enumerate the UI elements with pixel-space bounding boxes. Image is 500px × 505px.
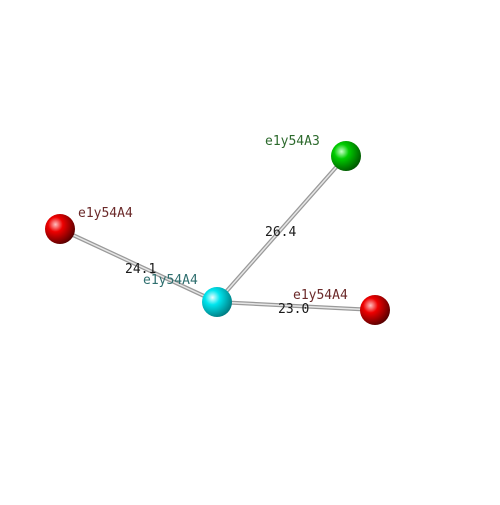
atom-green[interactable]	[331, 141, 361, 171]
atom-label-red-left: e1y54A4	[78, 206, 133, 221]
atom-label-red-right: e1y54A4	[293, 288, 348, 303]
atom-red-left[interactable]	[45, 214, 75, 244]
atom-red-right[interactable]	[360, 295, 390, 325]
atom-label-green: e1y54A3	[265, 134, 320, 149]
distance-label-red-left: 24.1	[125, 262, 156, 277]
atom-center[interactable]	[202, 287, 232, 317]
bond-center-red-right-hl	[216, 301, 376, 311]
atom-label-center: e1y54A4	[143, 273, 198, 288]
bond-lines	[58, 154, 377, 312]
distance-label-red-right: 23.0	[278, 302, 309, 317]
distance-label-green: 26.4	[265, 225, 296, 240]
bond-center-green-hl	[216, 155, 347, 303]
bond-center-red-left-hl	[59, 228, 218, 303]
